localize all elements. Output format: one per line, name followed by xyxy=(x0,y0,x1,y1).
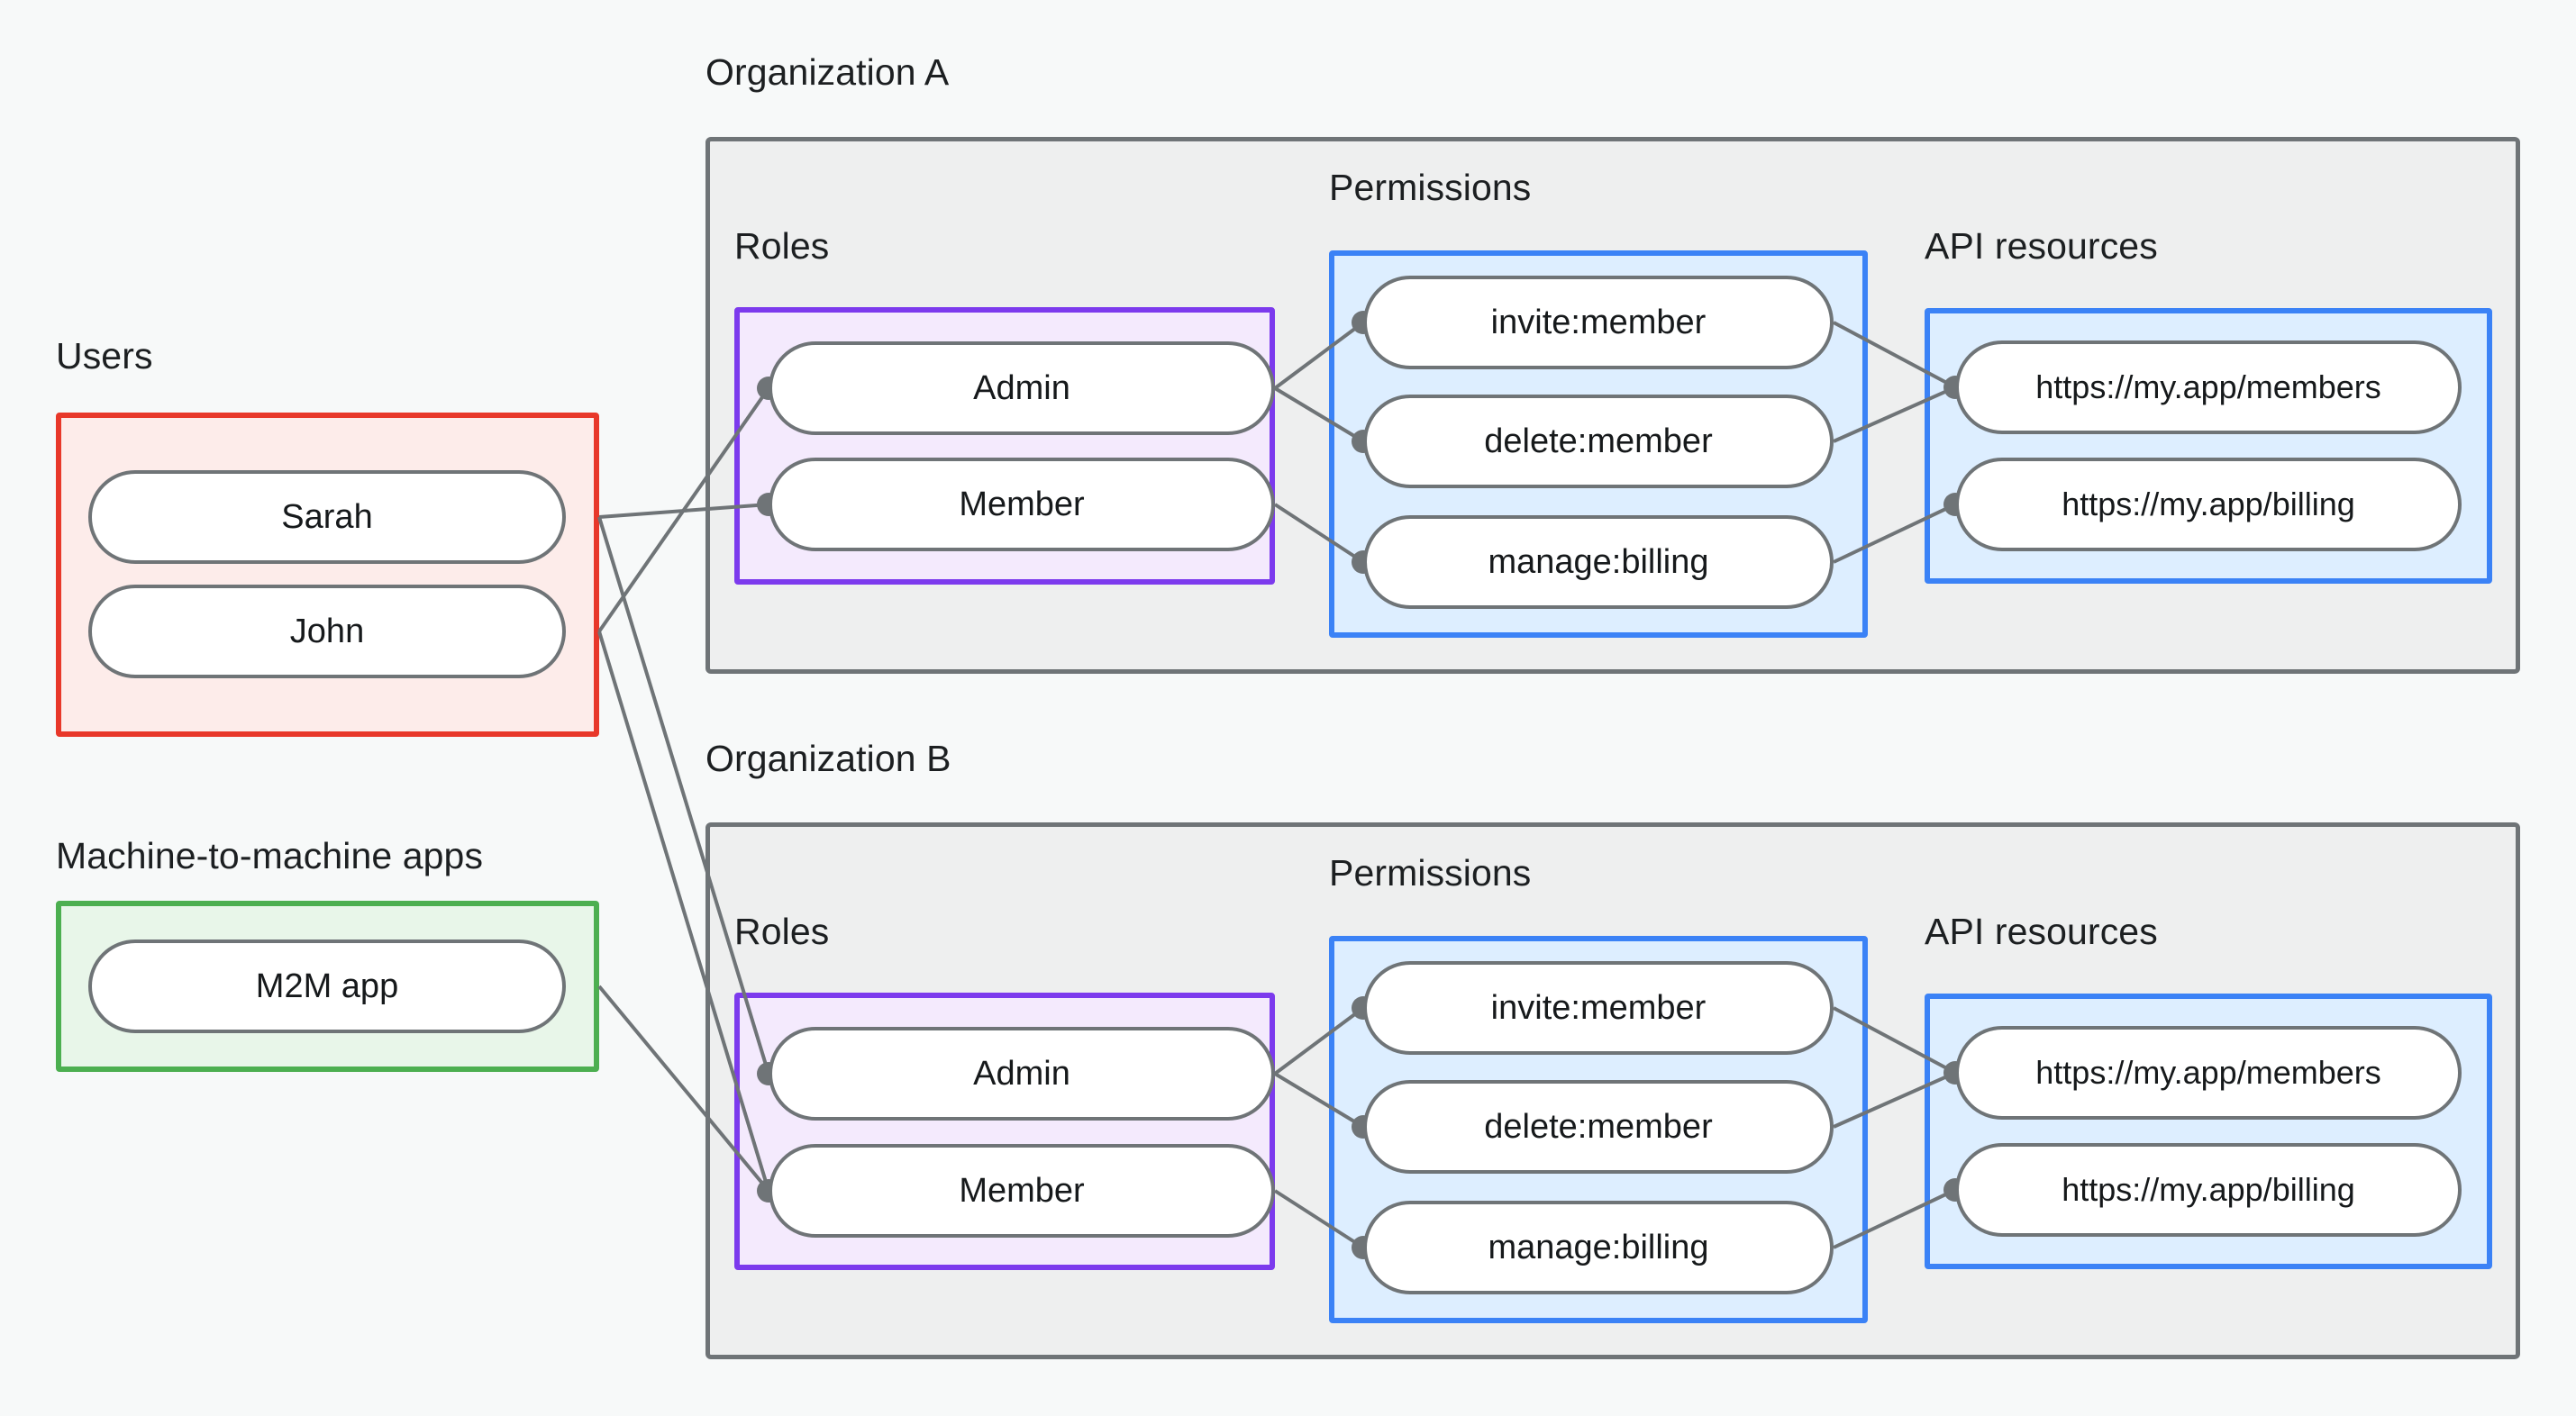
org-b-permission-invite-member[interactable]: invite:member xyxy=(1363,961,1834,1055)
org-a-caption: Organization A xyxy=(705,51,950,93)
m2m-node-app[interactable]: M2M app xyxy=(88,939,566,1033)
org-b-caption: Organization B xyxy=(705,738,951,779)
org-b-role-member[interactable]: Member xyxy=(769,1144,1275,1238)
org-a-permissions-caption: Permissions xyxy=(1329,167,1532,208)
org-a-role-member[interactable]: Member xyxy=(769,458,1275,551)
org-b-api-resource-members[interactable]: https://my.app/members xyxy=(1955,1026,2462,1120)
org-a-roles-caption: Roles xyxy=(734,225,830,267)
org-a-permission-manage-billing[interactable]: manage:billing xyxy=(1363,515,1834,609)
org-b-api-resource-billing[interactable]: https://my.app/billing xyxy=(1955,1143,2462,1237)
org-b-permission-delete-member[interactable]: delete:member xyxy=(1363,1080,1834,1174)
org-a-api-resource-billing[interactable]: https://my.app/billing xyxy=(1955,458,2462,551)
org-b-permission-manage-billing[interactable]: manage:billing xyxy=(1363,1201,1834,1294)
user-node-sarah[interactable]: Sarah xyxy=(88,470,566,564)
org-a-api-resource-members[interactable]: https://my.app/members xyxy=(1955,340,2462,434)
users-caption: Users xyxy=(56,335,153,377)
org-a-role-admin[interactable]: Admin xyxy=(769,341,1275,435)
org-a-api-resources-caption: API resources xyxy=(1925,225,2158,267)
m2m-caption: Machine-to-machine apps xyxy=(56,835,484,876)
org-b-role-admin[interactable]: Admin xyxy=(769,1027,1275,1121)
org-b-roles-caption: Roles xyxy=(734,911,830,952)
user-node-john[interactable]: John xyxy=(88,585,566,678)
org-b-permissions-caption: Permissions xyxy=(1329,852,1532,894)
org-a-permission-invite-member[interactable]: invite:member xyxy=(1363,276,1834,369)
org-a-permission-delete-member[interactable]: delete:member xyxy=(1363,395,1834,488)
users-group xyxy=(56,413,599,737)
org-b-api-resources-caption: API resources xyxy=(1925,911,2158,952)
